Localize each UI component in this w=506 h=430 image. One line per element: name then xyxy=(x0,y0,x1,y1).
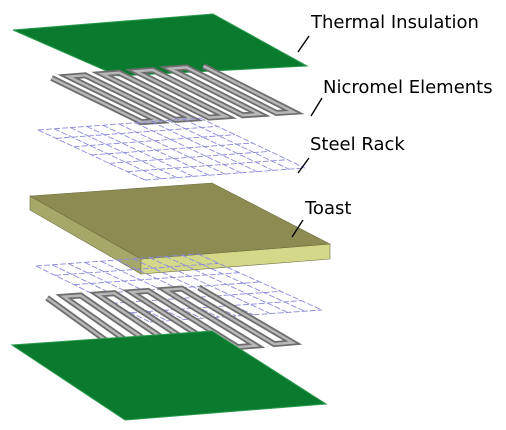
label-nicromel-elements: Nicromel Elements xyxy=(323,77,493,98)
top-rack-wire-v xyxy=(55,125,218,139)
top-rack-wire-v xyxy=(73,134,236,148)
bottom-rack-wire-v xyxy=(73,272,240,286)
leader-thermal-insulation xyxy=(297,35,310,53)
bottom-rack-wire-v xyxy=(35,253,199,267)
label-steel-rack: Steel Rack xyxy=(310,134,405,155)
top-thermal-insulation-layer xyxy=(12,13,309,77)
leader-nicromel-elements xyxy=(310,97,323,117)
leader-steel-rack xyxy=(297,157,310,174)
top-steel-rack-layer xyxy=(37,117,306,181)
top-rack-wire-v xyxy=(127,159,288,173)
bottom-thermal-insulation-layer xyxy=(10,330,328,421)
top-rack-wire-v xyxy=(91,142,253,156)
bottom-insulation-plate xyxy=(10,330,328,421)
top-nicromel-elements-layer xyxy=(50,63,305,126)
leader-toast xyxy=(291,219,304,238)
top-rack-wire-v xyxy=(144,167,306,181)
bottom-rack-wire-v xyxy=(54,262,219,276)
top-rack-wire-v xyxy=(37,117,201,131)
label-toast: Toast xyxy=(304,198,351,219)
top-insulation-plate xyxy=(12,13,309,77)
label-thermal-insulation: Thermal Insulation xyxy=(310,12,479,33)
top-rack-wire-v xyxy=(109,150,271,164)
top-element-coil-inner xyxy=(51,65,298,124)
toast-layer xyxy=(28,182,332,275)
toast-top-face xyxy=(28,182,332,260)
